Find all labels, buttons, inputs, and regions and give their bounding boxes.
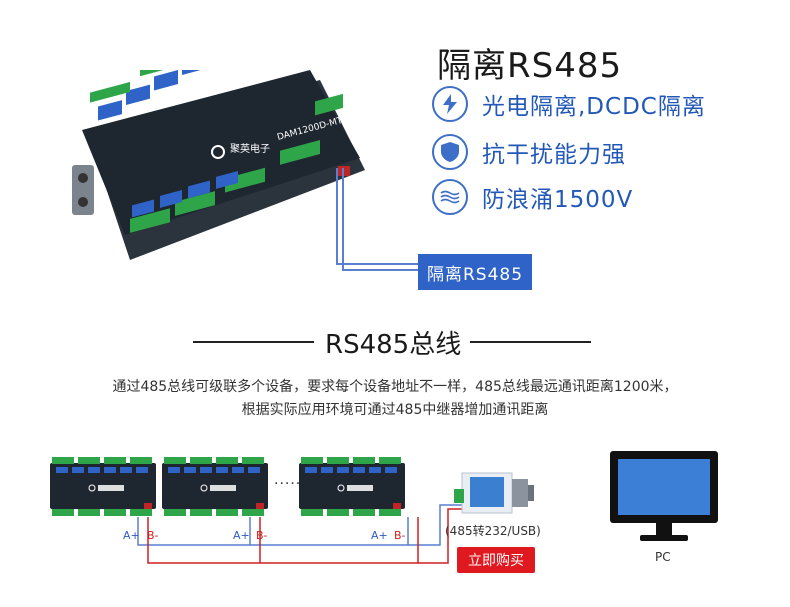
divider-right xyxy=(470,341,591,343)
terminal-b-label-1: B- xyxy=(147,529,159,542)
terminal-a-label-3: A+ xyxy=(371,529,388,542)
page-title: 隔离RS485 xyxy=(437,46,623,86)
pc-label: PC xyxy=(655,550,671,564)
shield-icon xyxy=(432,134,468,170)
cascade-device-3 xyxy=(297,455,407,517)
cascade-device-2 xyxy=(160,455,270,517)
feature-anti-interference-text: 抗干扰能力强 xyxy=(482,142,626,168)
rs485-port-label: 隔离RS485 xyxy=(418,254,532,290)
rs485-callout-wire xyxy=(325,168,425,278)
bus-title: RS485总线 xyxy=(325,330,462,360)
bus-wiring xyxy=(110,495,630,570)
converter-label: (485转232/USB) xyxy=(445,524,541,538)
terminal-a-label-2: A+ xyxy=(233,529,250,542)
feature-isolation-text: 光电隔离,DCDC隔离 xyxy=(482,94,706,120)
device-image: 聚英电子 DAM1200D-MT xyxy=(70,70,370,270)
surge-icon xyxy=(432,179,468,215)
bus-description-line1: 通过485总线可级联多个设备，要求每个设备地址不一样，485总线最远通讯距离12… xyxy=(112,379,678,395)
bus-description-line2: 根据实际应用环境可通过485中继器增加通讯距离 xyxy=(241,402,549,418)
feature-surge: 防浪涌1500V xyxy=(432,177,633,217)
cascade-ellipsis: ...... xyxy=(274,472,307,488)
converter-device xyxy=(448,467,540,519)
terminal-a-label-1: A+ xyxy=(123,529,140,542)
pc-monitor-icon xyxy=(604,449,724,549)
lightning-icon xyxy=(432,86,468,122)
feature-isolation: 光电隔离,DCDC隔离 xyxy=(432,84,706,124)
cascade-device-1 xyxy=(48,455,158,517)
terminal-b-label-3: B- xyxy=(394,529,406,542)
divider-left xyxy=(193,341,314,343)
device-brand: 聚英电子 xyxy=(230,142,270,155)
feature-anti-interference: 抗干扰能力强 xyxy=(432,132,626,172)
buy-now-button[interactable]: 立即购买 xyxy=(457,547,535,573)
terminal-b-label-2: B- xyxy=(256,529,268,542)
feature-surge-text: 防浪涌1500V xyxy=(482,187,634,213)
